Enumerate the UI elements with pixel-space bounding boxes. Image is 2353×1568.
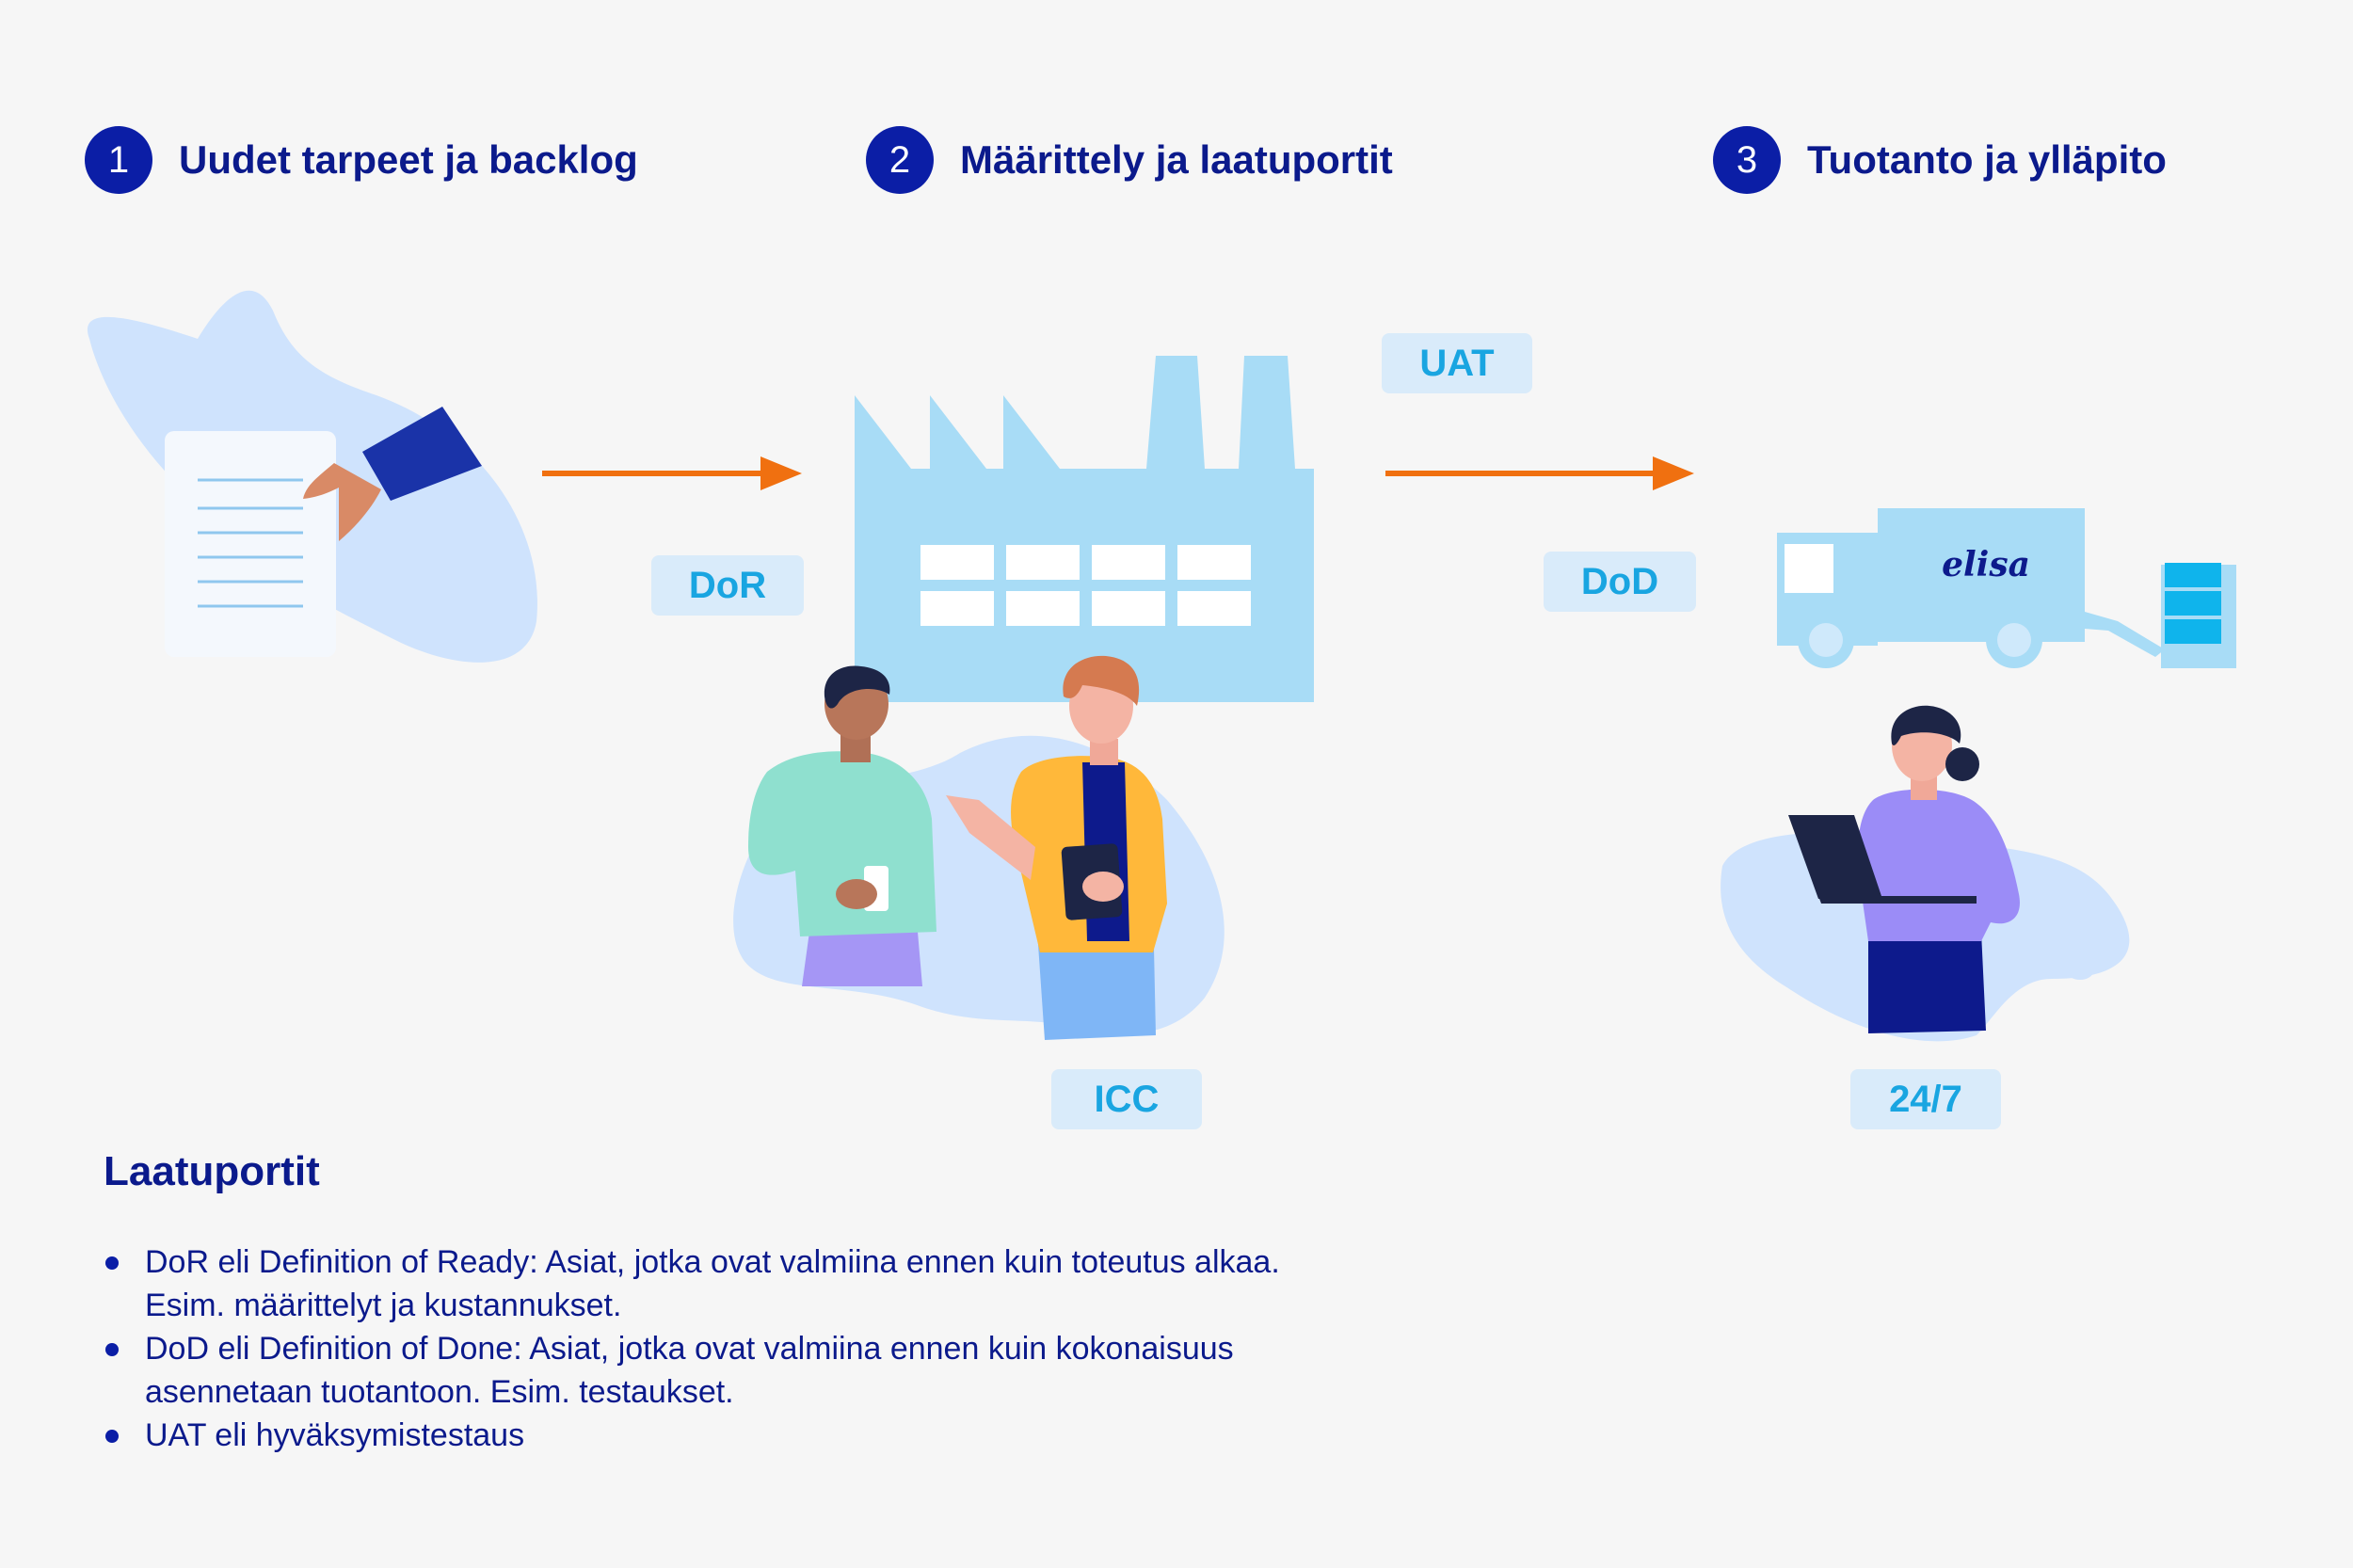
icc-badge: ICC bbox=[1051, 1069, 1202, 1129]
step-title-1: Uudet tarpeet ja backlog bbox=[179, 137, 638, 182]
support-badge: 24/7 bbox=[1850, 1069, 2001, 1129]
step-3: 3 Tuotanto ja ylläpito bbox=[1713, 122, 2167, 198]
bullet-icon bbox=[105, 1430, 119, 1443]
step-number-2: 2 bbox=[866, 126, 934, 194]
document-hand-icon bbox=[87, 290, 537, 663]
factory-icon bbox=[855, 356, 1314, 702]
people-talking-icon bbox=[733, 655, 1225, 1040]
list-item: DoD eli Definition of Done: Asiat, jotka… bbox=[104, 1327, 1327, 1414]
bullet-icon bbox=[105, 1256, 119, 1270]
truck-logo: elisa bbox=[1942, 545, 2030, 584]
list-item: UAT eli hyväksymistestaus bbox=[104, 1414, 1327, 1457]
step-2: 2 Määrittely ja laatuportit bbox=[866, 122, 1393, 198]
uat-badge: UAT bbox=[1382, 333, 1532, 393]
legend-item-dod: DoD eli Definition of Done: Asiat, jotka… bbox=[145, 1331, 1234, 1410]
arrow-right-icon bbox=[542, 456, 802, 490]
woman-laptop-icon bbox=[1721, 705, 2130, 1042]
dod-badge: DoD bbox=[1544, 552, 1696, 612]
dor-badge: DoR bbox=[651, 555, 804, 616]
step-number-3: 3 bbox=[1713, 126, 1781, 194]
step-number-1: 1 bbox=[85, 126, 152, 194]
legend-item-dor: DoR eli Definition of Ready: Asiat, jotk… bbox=[145, 1244, 1280, 1323]
step-1: 1 Uudet tarpeet ja backlog bbox=[85, 122, 638, 198]
legend-item-uat: UAT eli hyväksymistestaus bbox=[145, 1417, 525, 1453]
arrow-right-icon bbox=[1385, 456, 1694, 490]
step-title-3: Tuotanto ja ylläpito bbox=[1807, 137, 2167, 182]
truck-icon: elisa bbox=[1777, 508, 2236, 668]
legend-title: Laatuportit bbox=[104, 1148, 320, 1194]
list-item: DoR eli Definition of Ready: Asiat, jotk… bbox=[104, 1240, 1327, 1327]
legend-list: DoR eli Definition of Ready: Asiat, jotk… bbox=[104, 1240, 1327, 1457]
bullet-icon bbox=[105, 1343, 119, 1356]
step-title-2: Määrittely ja laatuportit bbox=[960, 137, 1393, 182]
